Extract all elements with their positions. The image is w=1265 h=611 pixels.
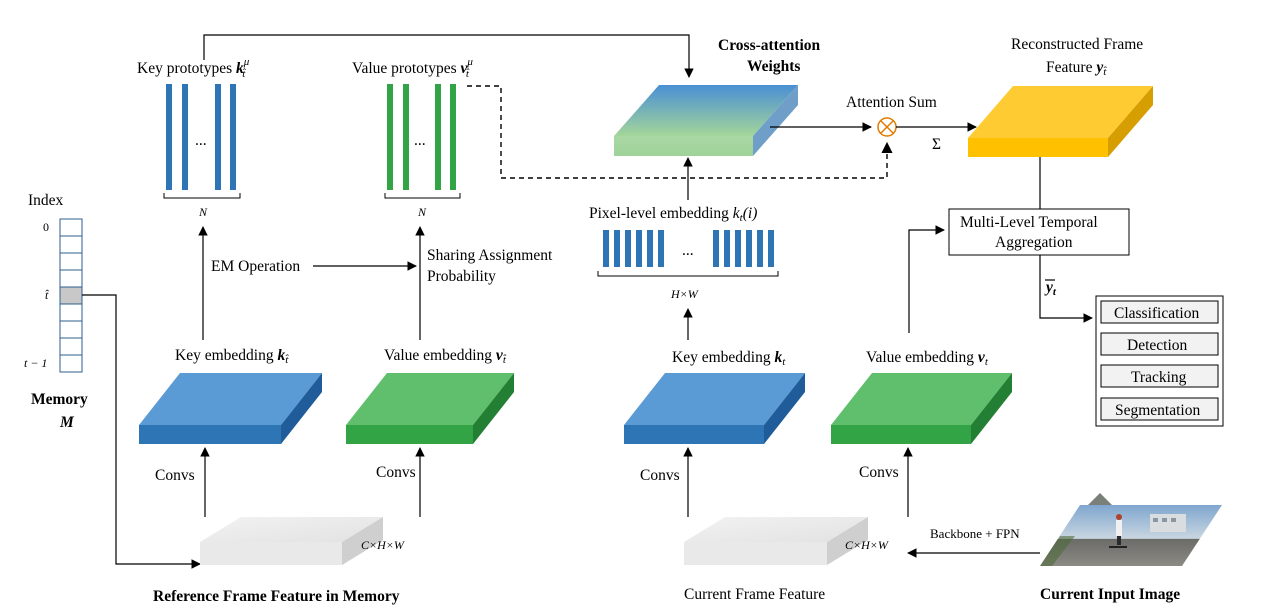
memory-symbol: M — [59, 414, 75, 431]
tasks-panel — [1095, 295, 1224, 427]
cur-value-embedding-block — [831, 373, 1012, 444]
key-prototypes-count: N — [198, 205, 208, 219]
value-prototype-bars — [387, 84, 456, 190]
pixel-embedding-label: Pixel-level embedding kt(i) — [589, 205, 757, 224]
cur-key-convs-label: Convs — [640, 467, 680, 484]
key-prototype-bars — [166, 84, 236, 190]
memory-row-0: 0 — [43, 220, 49, 234]
cross-attention-title-line2: Weights — [747, 58, 800, 75]
sigma-label: Σ — [932, 136, 941, 153]
key-prototypes-ellipsis: ... — [195, 132, 207, 149]
ref-value-convs-label: Convs — [376, 464, 416, 481]
task-detection: Detection — [1127, 337, 1188, 354]
value-prototypes-brace — [384, 193, 461, 199]
ref-key-embedding-block — [139, 373, 322, 444]
reference-chw-label: C×H×W — [361, 538, 405, 552]
reconstructed-title-line2: Feature yt̂ — [1046, 59, 1108, 78]
backbone-label: Backbone + FPN — [930, 526, 1020, 541]
pixel-embedding-bars — [603, 230, 774, 267]
sharing-label-line1: Sharing Assignment — [427, 247, 553, 264]
value-prototypes-count: N — [417, 205, 427, 219]
pixel-embedding-brace — [597, 271, 779, 277]
key-prototypes-to-cross-attention-arrow — [203, 34, 694, 78]
memory-row-that: t̂ — [45, 288, 49, 302]
current-frame-title: Current Frame Feature — [684, 586, 825, 603]
reconstructed-title-line1: Reconstructed Frame — [1011, 36, 1143, 53]
current-input-title: Current Input Image — [1040, 586, 1180, 603]
ref-value-embedding-block — [346, 373, 514, 444]
memory-name: Memory — [31, 391, 88, 408]
cross-attention-title-line1: Cross-attention — [718, 37, 821, 54]
current-frame-feature — [684, 517, 868, 565]
em-operation-label: EM Operation — [211, 258, 300, 275]
task-tracking: Tracking — [1131, 369, 1187, 386]
memory-slot-selected — [59, 286, 83, 305]
pixel-embedding-count: H×W — [670, 287, 699, 301]
reference-frame-feature — [200, 517, 383, 565]
memory-slots — [59, 218, 83, 373]
ref-key-convs-label: Convs — [155, 467, 195, 484]
ybar-label: yt — [1044, 279, 1057, 298]
value-prototypes-ellipsis: ... — [414, 132, 426, 149]
mlta-box — [948, 208, 1130, 256]
reference-frame-title: Reference Frame Feature in Memory — [153, 588, 400, 605]
attention-sum-operator — [877, 117, 897, 137]
reconstructed-frame-block — [968, 86, 1153, 157]
mlta-to-tasks-arrow — [1039, 255, 1093, 323]
ref-key-embedding-label: Key embedding kt̂ — [175, 347, 290, 366]
cur-value-embedding-label: Value embedding vt — [866, 349, 989, 368]
ref-value-embedding-label: Value embedding vt̂ — [384, 347, 507, 366]
cur-key-embedding-label: Key embedding kt — [672, 349, 786, 368]
memory-index-label: Index — [28, 192, 64, 209]
cur-value-convs-label: Convs — [859, 464, 899, 481]
attention-sum-label: Attention Sum — [846, 94, 937, 111]
mlta-label-line2: Aggregation — [995, 234, 1073, 251]
current-chw-label: C×H×W — [845, 538, 889, 552]
sharing-label-line2: Probability — [427, 268, 496, 285]
cur-value-to-mlta-arrow — [908, 225, 945, 333]
cross-attention-block — [614, 85, 798, 156]
memory-to-reference-arrow — [82, 294, 201, 569]
memory-panel: Index 0 t̂ t − 1 Memory M — [24, 192, 88, 431]
memory-row-last: t − 1 — [24, 356, 47, 370]
value-prototypes-to-attention-sum-arrow — [467, 85, 893, 179]
current-input-image — [1040, 493, 1222, 566]
mlta-label-line1: Multi-Level Temporal — [960, 214, 1098, 231]
key-prototypes-brace — [163, 193, 241, 199]
task-classification: Classification — [1114, 305, 1199, 322]
cur-key-embedding-block — [624, 373, 805, 444]
pixel-embedding-ellipsis: ... — [682, 242, 694, 259]
task-segmentation: Segmentation — [1115, 402, 1200, 419]
